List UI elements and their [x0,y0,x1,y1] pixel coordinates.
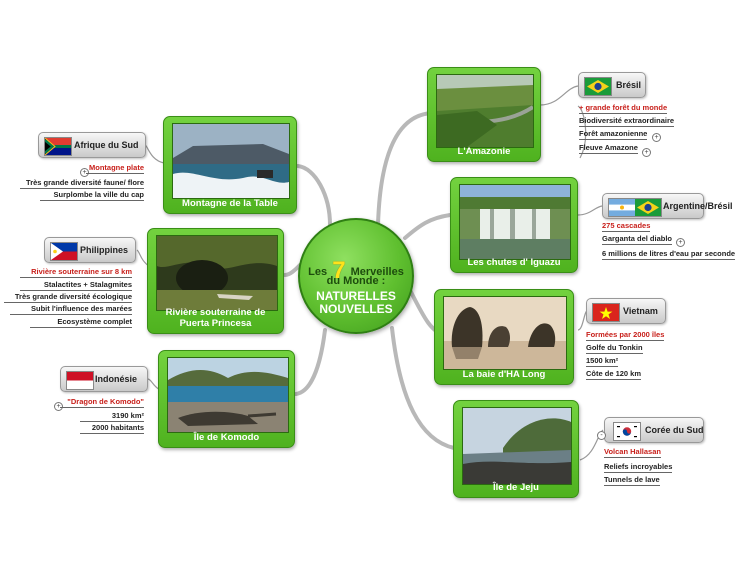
wonder-title-amazonie: L'Amazonie [457,146,511,157]
country-tag-argentine-bresil[interactable]: Argentine/Brésil [602,193,733,219]
fact-jeju-2: Reliefs incroyables [604,462,673,473]
fact-jeju-1: Volcan Hallasan [604,447,661,458]
central-title-line2: du Monde : [326,275,386,287]
fact-komodo-1: "Dragon de Komodo" [60,397,144,408]
country-name-argentine-bresil: Argentine/Brésil [663,201,733,211]
central-title-les: Les [308,266,328,278]
vietnam-flag-icon [592,303,620,322]
indonesia-flag-icon [66,371,94,390]
wonder-card-ha-long[interactable]: La baie d'HA Long [434,289,574,385]
fact-puerta-3: Très grande diversité écologique [4,292,132,303]
fact-amazonie-4: Fleuve Amazone [579,143,638,154]
wonder-card-jeju[interactable]: Île de Jeju [453,400,579,498]
expand-icon[interactable]: + [54,402,63,411]
country-name-afrique-du-sud: Afrique du Sud [74,140,139,150]
central-title-merveilles: Merveilles [350,266,404,278]
country-tag-afrique-du-sud[interactable]: Afrique du Sud [38,132,146,158]
fact-iguazu-3: 6 millions de litres d'eau par seconde [602,249,736,260]
fact-puerta-5: Ecosystème complet [30,317,132,328]
wonder-card-amazonie[interactable]: L'Amazonie [427,67,541,162]
fact-amazonie-1: + grande forêt du monde [579,103,668,114]
fact-iguazu-1: 275 cascades [602,221,651,232]
fact-amazonie-2: Biodiversité extraordinaire [579,116,675,127]
fact-puerta-4: Subit l'influence des marées [10,304,132,315]
wonder-title-puerta-princesa-line2: Puerta Princesa [179,318,252,329]
fact-table-1: Montagne plate [86,163,144,174]
expand-icon[interactable]: + [676,238,685,247]
ha-long-photo [443,296,567,370]
central-topic[interactable]: Les 7 Merveilles du Monde : NATURELLES N… [298,218,414,334]
philippines-flag-icon [50,242,78,261]
wonder-title-jeju: Île de Jeju [493,482,539,493]
argentina-brazil-flags-icon [608,198,662,217]
fact-puerta-1: Rivière souterraine sur 8 km [20,267,132,278]
fact-komodo-2: 3190 km² [80,411,144,422]
central-number: 7 [332,257,346,284]
fact-komodo-3: 2000 habitants [80,423,144,434]
wonder-title-ha-long: La baie d'HA Long [462,369,546,380]
central-title-naturelles: NATURELLES [316,289,396,303]
expand-icon[interactable]: + [652,133,661,142]
wonder-card-iguazu[interactable]: Les chutes d' Iguazu [450,177,578,273]
wonder-title-puerta-princesa: Rivière souterraine de Puerta Princesa [150,307,281,329]
country-tag-bresil[interactable]: Brésil [578,72,646,98]
iguazu-photo [459,184,571,260]
central-title-nouvelles: NOUVELLES [319,302,393,316]
wonder-card-komodo[interactable]: Île de Komodo [158,350,295,448]
fact-jeju-3: Tunnels de lave [604,475,660,486]
fact-ha-long-1: Formées par 2000 îles [586,330,665,341]
jeju-photo [462,407,572,485]
country-name-vietnam: Vietnam [623,306,658,316]
country-tag-coree-du-sud[interactable]: Corée du Sud [604,417,704,443]
country-name-philippines: Philippines [80,245,129,255]
country-name-bresil: Brésil [616,80,642,90]
brazil-flag-icon [584,77,612,96]
fact-puerta-2: Stalactites + Stalagmites [20,280,132,291]
wonder-card-puerta-princesa[interactable]: Rivière souterraine de Puerta Princesa [147,228,284,334]
country-name-indonesie: Indonésie [95,374,138,384]
expand-icon[interactable]: + [80,168,89,177]
fact-iguazu-2: Garganta del diablo [602,234,673,245]
wonder-title-iguazu: Les chutes d' Iguazu [467,257,561,268]
central-title-line3: NATURELLES NOUVELLES [300,290,412,316]
country-tag-vietnam[interactable]: Vietnam [586,298,666,324]
fact-ha-long-2: Golfe du Tonkin [586,343,643,354]
wonder-card-montagne-de-la-table[interactable]: Montagne de la Table [163,116,297,214]
south-korea-flag-icon [613,422,641,441]
amazonie-photo [436,74,534,148]
fact-ha-long-3: 1500 km² [586,356,619,367]
country-name-coree-du-sud: Corée du Sud [645,425,704,435]
wonder-title-puerta-princesa-line1: Rivière souterraine de [165,307,266,318]
fact-table-2: Très grande diversité faune/ flore [20,178,144,189]
montagne-table-photo [172,123,290,199]
country-tag-philippines[interactable]: Philippines [44,237,136,263]
komodo-photo [167,357,289,433]
expand-icon[interactable]: - [597,431,606,440]
expand-icon[interactable]: + [642,148,651,157]
fact-table-3: Surplombe la ville du cap [40,190,144,201]
wonder-title-komodo: Île de Komodo [193,432,260,443]
fact-amazonie-3: Forêt amazonienne [579,129,648,140]
fact-ha-long-4: Côte de 120 km [586,369,642,380]
south-africa-flag-icon [44,137,72,156]
central-title-line1: Les 7 Merveilles [300,257,412,285]
country-tag-indonesie[interactable]: Indonésie [60,366,148,392]
puerta-princesa-photo [156,235,278,311]
wonder-title-montagne-de-la-table: Montagne de la Table [182,198,278,209]
